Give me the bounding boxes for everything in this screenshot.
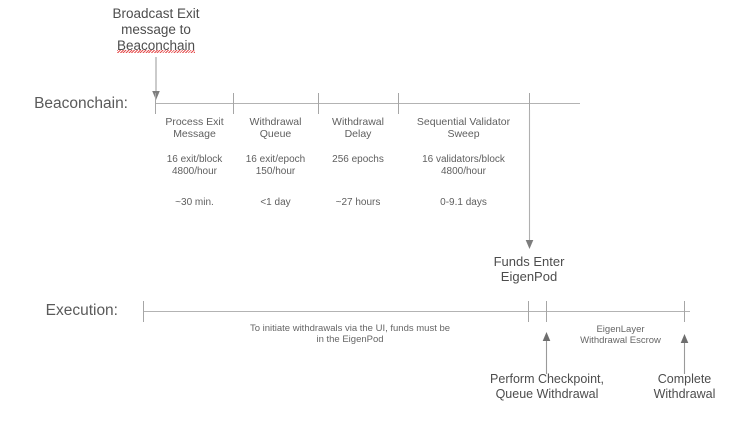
broadcast-exit-note: Broadcast Exit message to Beaconchain [112, 6, 200, 53]
execution-tick-complete [684, 301, 685, 322]
stage-0-rate: 16 exit/block 4800/hour [166, 154, 223, 177]
stage-0-duration: ~30 min. [175, 197, 214, 208]
stage-3-name: Sequential Validator Sweep [416, 116, 511, 141]
stage-3-duration: 0-9.1 days [440, 197, 487, 208]
beaconchain-tick-4 [529, 93, 530, 114]
funds-transfer-arrow [525, 110, 534, 249]
stage-1-name: Withdrawal Queue [249, 116, 302, 141]
stage-0-name: Process Exit Message [165, 116, 224, 141]
beaconchain-tick-1 [233, 93, 234, 114]
beaconchain-axis [155, 103, 580, 104]
execution-tick-funds-arrival [528, 301, 529, 322]
execution-note: To initiate withdrawals via the UI, fund… [249, 323, 451, 346]
beaconchain-tick-3 [398, 93, 399, 114]
spellcheck-underline [117, 50, 195, 53]
checkpoint-arrow [542, 332, 551, 374]
stage-2-duration: ~27 hours [335, 197, 381, 208]
execution-event-complete: Complete Withdrawal [653, 372, 716, 401]
stage-1-duration: <1 day [260, 197, 291, 208]
beaconchain-row-label: Beaconchain: [34, 95, 128, 112]
execution-tick-start [143, 301, 144, 322]
execution-event-checkpoint: Perform Checkpoint, Queue Withdrawal [490, 372, 604, 401]
stage-1-rate: 16 exit/epoch 150/hour [245, 154, 306, 177]
beaconchain-tick-2 [318, 93, 319, 114]
complete-withdrawal-arrow [680, 334, 689, 374]
execution-axis [143, 311, 690, 312]
beaconchain-tick-0 [155, 93, 156, 114]
stage-3-rate: 16 validators/block 4800/hour [422, 154, 505, 177]
stage-2-rate: 256 epochs [332, 154, 384, 165]
funds-enter-eigenpod-label: Funds Enter EigenPod [493, 254, 565, 285]
stage-2-name: Withdrawal Delay [332, 116, 384, 141]
execution-tick-checkpoint [546, 301, 547, 322]
escrow-label: EigenLayer Withdrawal Escrow [580, 324, 661, 347]
broadcast-exit-arrow [152, 57, 160, 100]
execution-row-label: Execution: [45, 302, 118, 319]
